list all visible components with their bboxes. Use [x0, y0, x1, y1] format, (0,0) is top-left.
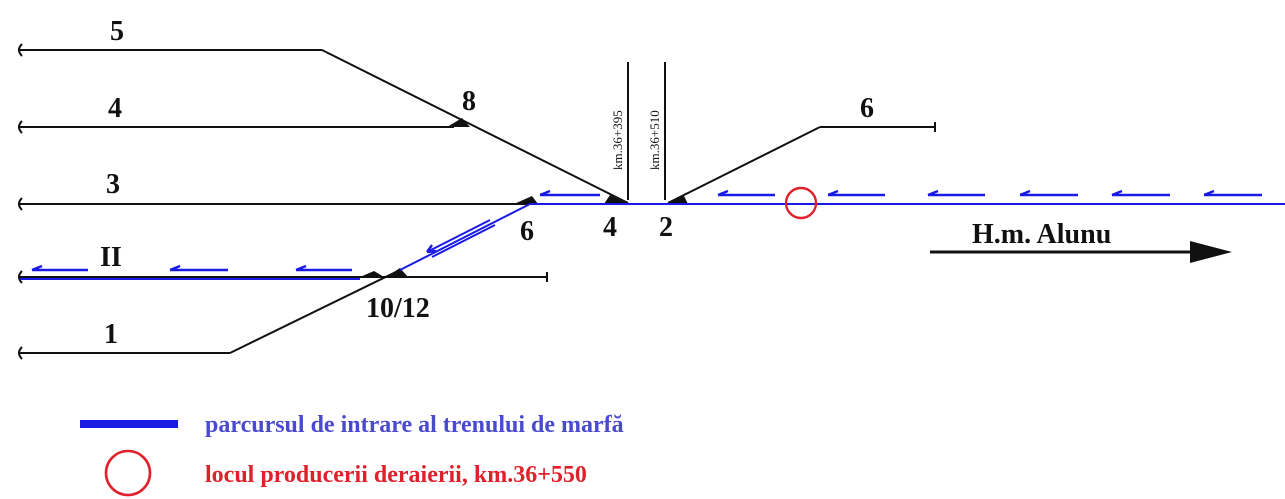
switch-frogs: [360, 118, 688, 277]
legend-derail-swatch: [104, 449, 152, 497]
km-markers: km.36+395 km.36+510: [610, 62, 666, 200]
legend: parcursul de intrare al trenului de marf…: [80, 412, 624, 497]
track-5-diagonal: [321, 49, 629, 204]
route-arrow: [169, 264, 228, 272]
direction-indicator: H.m. Alunu: [930, 219, 1232, 263]
legend-route-swatch: [80, 420, 178, 428]
track-label-1: 1: [104, 319, 118, 350]
frog-switch-12: [386, 268, 408, 277]
buffer-stops: [18, 43, 23, 360]
km-marker-label-1: km.36+395: [610, 110, 625, 170]
buffer-stop-track-1: [18, 346, 23, 360]
switch-label-10-12: 10/12: [366, 293, 430, 324]
track-1-diagonal: [229, 269, 401, 354]
track-labels: 5 4 3 II 1 6: [100, 16, 874, 350]
route-arrow: [426, 244, 437, 254]
route-arrow: [1019, 189, 1078, 197]
track-label-6: 6: [860, 93, 874, 124]
buffer-stop-track-2: [18, 270, 23, 284]
route-arrow: [1203, 189, 1262, 197]
frog-switch-6: [514, 196, 538, 204]
direction-label: H.m. Alunu: [972, 219, 1111, 250]
route-arrow: [717, 189, 775, 197]
buffer-stop-track-4: [18, 120, 23, 134]
switch-label-6: 6: [520, 216, 534, 247]
route-crossover-parallel-2: [431, 224, 496, 258]
track-label-4: 4: [108, 93, 122, 124]
switch-label-2: 2: [659, 212, 673, 243]
legend-route-label: parcursul de intrare al trenului de marf…: [205, 412, 624, 438]
frog-switch-2: [666, 196, 688, 204]
buffer-stop-track-3: [18, 197, 23, 211]
frog-switch-10: [360, 271, 384, 277]
route-arrow: [927, 189, 985, 197]
route-arrow: [31, 264, 88, 272]
frog-switch-4: [604, 195, 628, 204]
track-6-diagonal: [667, 126, 821, 204]
frog-switch-8: [447, 118, 470, 127]
switch-label-4: 4: [603, 212, 617, 243]
route-crossover-line: [399, 203, 531, 271]
route-arrow: [295, 264, 352, 272]
route-arrow: [539, 189, 600, 197]
switch-labels: 8 6 4 2 10/12: [366, 86, 673, 324]
derailment-marker: [784, 186, 818, 220]
track-label-2: II: [100, 242, 122, 273]
buffer-stop-track-5: [18, 43, 23, 57]
freight-train-route: [20, 203, 1285, 280]
legend-derail-label: locul producerii deraierii, km.36+550: [205, 462, 587, 488]
track-label-3: 3: [106, 169, 120, 200]
route-arrow: [827, 189, 885, 197]
direction-arrow-head: [1190, 241, 1232, 263]
track-label-5: 5: [110, 16, 124, 47]
route-arrows: [31, 189, 1262, 272]
route-arrow: [1111, 189, 1170, 197]
km-marker-label-2: km.36+510: [647, 110, 662, 170]
tracks: [20, 49, 936, 354]
switch-label-8: 8: [462, 86, 476, 117]
route-crossover-parallel: [426, 219, 491, 253]
